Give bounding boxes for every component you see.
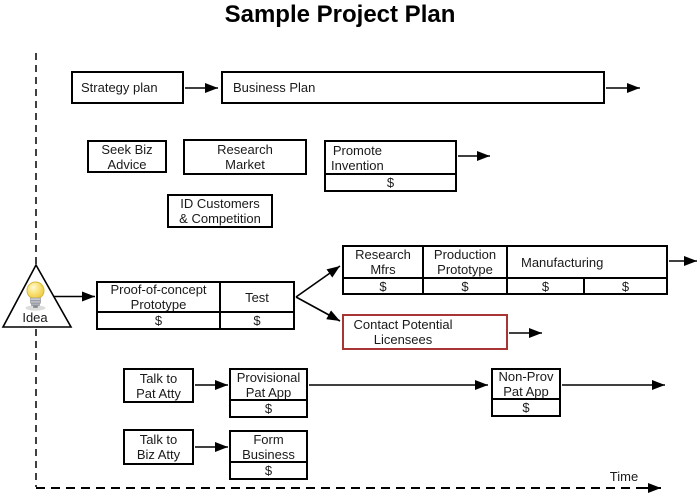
- promote-invention-cost: $: [386, 175, 395, 190]
- non-prov-pat-app-cost-row: $: [493, 398, 559, 415]
- proof-of-concept-cell: Proof-of-concept Prototype $: [98, 282, 219, 328]
- manufacturing-label: Manufacturing: [521, 254, 604, 270]
- research-mfrs-label: Research Mfrs: [355, 247, 411, 277]
- talk-to-biz-atty-label: Talk to Biz Atty: [136, 432, 181, 462]
- provisional-pat-app-cost-row: $: [231, 399, 306, 416]
- proof-of-concept-cost-row: $: [98, 311, 219, 328]
- seek-biz-advice-label: Seek Biz Advice: [101, 141, 153, 172]
- promote-invention-label: Promote Invention: [331, 142, 384, 173]
- box-form-business: Form Business $: [229, 430, 308, 480]
- research-mfrs-cell: Research Mfrs: [344, 247, 422, 277]
- lightbulb-icon: [25, 281, 46, 311]
- form-business-label: Form Business: [242, 431, 295, 462]
- strategy-plan-label: Strategy plan: [81, 80, 158, 95]
- test-cell: Test $: [219, 283, 293, 328]
- manufacturing-cost-2: $: [583, 279, 666, 294]
- provisional-pat-app-label-area: Provisional Pat App: [231, 369, 306, 400]
- production-prototype-cost: $: [422, 279, 506, 294]
- promote-invention-label-area: Promote Invention: [326, 142, 455, 173]
- manufacturing-cost-1: $: [506, 279, 583, 294]
- id-customers-label: ID Customers & Competition: [179, 196, 261, 226]
- box-research-market: Research Market: [183, 139, 307, 175]
- research-mfrs-cost: $: [379, 279, 387, 294]
- non-prov-pat-app-label: Non-Prov Pat App: [498, 369, 554, 399]
- proof-test-table: Proof-of-concept Prototype $ Test $: [96, 281, 295, 330]
- contact-licensees-label-area: Contact Potential Licensees: [344, 316, 506, 348]
- box-non-prov-pat-app: Non-Prov Pat App $: [491, 368, 561, 417]
- form-business-cost-row: $: [231, 461, 306, 478]
- arrow-test-to-research-mfrs: [295, 265, 341, 298]
- proof-of-concept-cost: $: [154, 313, 163, 328]
- manufacturing-cell: Manufacturing: [506, 247, 666, 277]
- box-contact-potential-licensees: Contact Potential Licensees: [342, 314, 508, 350]
- test-label: Test: [245, 289, 269, 305]
- box-promote-invention: Promote Invention $: [324, 140, 457, 192]
- research-market-label: Research Market: [217, 142, 273, 172]
- page-title: Sample Project Plan: [224, 1, 456, 28]
- contact-licensees-label: Contact Potential Licensees: [353, 317, 453, 347]
- test-cost-row: $: [221, 311, 293, 328]
- form-business-label-area: Form Business: [231, 431, 306, 462]
- arrow-test-to-contact-licensees: [295, 296, 341, 322]
- manufacturing-table-cost-row: $ $ $ $: [344, 277, 666, 294]
- non-prov-pat-app-cost: $: [522, 400, 530, 415]
- proof-of-concept-label-area: Proof-of-concept Prototype: [98, 282, 219, 312]
- form-business-cost: $: [264, 463, 273, 478]
- provisional-pat-app-cost: $: [264, 401, 273, 416]
- test-cost: $: [253, 313, 261, 328]
- box-provisional-pat-app: Provisional Pat App $: [229, 368, 308, 418]
- box-business-plan: Business Plan: [221, 71, 605, 104]
- production-prototype-label: Production Prototype: [433, 247, 497, 277]
- provisional-pat-app-label: Provisional Pat App: [236, 369, 301, 400]
- test-label-area: Test: [221, 283, 293, 311]
- manufacturing-table-header-row: Research Mfrs Production Prototype Manuf…: [344, 247, 666, 277]
- box-talk-to-pat-atty: Talk to Pat Atty: [123, 368, 194, 403]
- box-seek-biz-advice: Seek Biz Advice: [87, 140, 167, 173]
- time-axis-label: Time: [609, 469, 639, 484]
- manufacturing-table: Research Mfrs Production Prototype Manuf…: [342, 245, 668, 295]
- promote-invention-cost-row: $: [326, 173, 455, 190]
- idea-label: Idea: [22, 310, 48, 325]
- talk-to-pat-atty-label: Talk to Pat Atty: [136, 370, 181, 401]
- box-talk-to-biz-atty: Talk to Biz Atty: [123, 429, 194, 465]
- business-plan-label: Business Plan: [233, 80, 316, 95]
- proof-of-concept-label: Proof-of-concept Prototype: [110, 282, 207, 312]
- production-prototype-cell: Production Prototype: [422, 247, 506, 277]
- non-prov-pat-app-label-area: Non-Prov Pat App: [493, 369, 559, 399]
- box-strategy-plan: Strategy plan: [71, 71, 184, 104]
- box-id-customers-competition: ID Customers & Competition: [167, 194, 273, 228]
